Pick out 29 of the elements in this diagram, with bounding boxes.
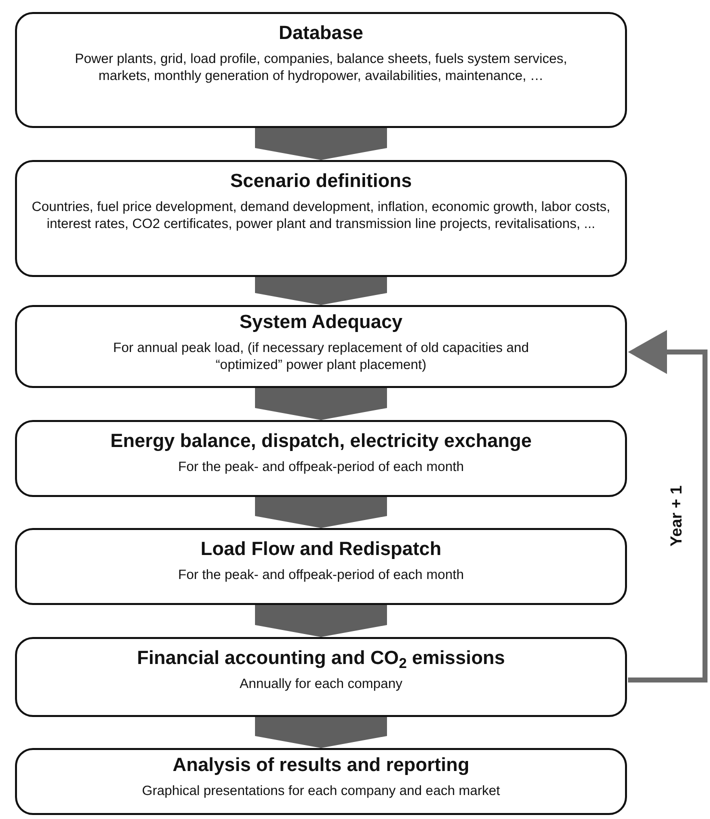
chevron-arrow bbox=[255, 497, 387, 528]
process-box bbox=[15, 305, 627, 388]
process-box bbox=[15, 637, 627, 717]
box-title: Load Flow and Redispatch bbox=[200, 538, 442, 562]
chevron-arrow bbox=[255, 717, 387, 748]
box-description: Annually for each company bbox=[240, 675, 402, 692]
box-description: For annual peak load, (if necessary replacement of old capacities and “optimized” power plant placement) bbox=[112, 339, 530, 373]
chevron-arrow bbox=[255, 605, 387, 637]
feedback-arrow bbox=[628, 330, 708, 682]
box-description: Countries, fuel price development, demand development, inflation, economic growth, labor costs, interest rates, CO2 certificates, power plant and transmission line projects, revitalisations, ... bbox=[30, 198, 612, 232]
box-description: Graphical presentations for each company and each market bbox=[142, 782, 500, 799]
process-box bbox=[15, 748, 627, 815]
box-description: Power plants, grid, load profile, companies, balance sheets, fuels system services, markets, monthly generation of hydropower, availabilities, maintenance, … bbox=[74, 50, 568, 84]
chevron-arrow bbox=[255, 277, 387, 305]
edge-label: Year + 1 bbox=[667, 486, 686, 546]
box-title: Financial accounting and CO$_{2}$ emissions bbox=[137, 647, 505, 671]
process-box bbox=[15, 160, 627, 277]
process-box bbox=[15, 420, 627, 497]
box-title: Energy balance, dispatch, electricity exchange bbox=[110, 430, 532, 454]
box-title: Scenario definitions bbox=[230, 170, 412, 194]
box-description: For the peak- and offpeak-period of each month bbox=[178, 566, 464, 583]
process-box bbox=[15, 528, 627, 605]
box-description: For the peak- and offpeak-period of each month bbox=[178, 458, 464, 475]
box-title: System Adequacy bbox=[240, 311, 402, 335]
box-title: Analysis of results and reporting bbox=[172, 754, 470, 778]
process-box bbox=[15, 12, 627, 128]
chevron-arrow bbox=[255, 128, 387, 160]
box-title: Database bbox=[278, 22, 364, 46]
chevron-arrow bbox=[255, 388, 387, 420]
